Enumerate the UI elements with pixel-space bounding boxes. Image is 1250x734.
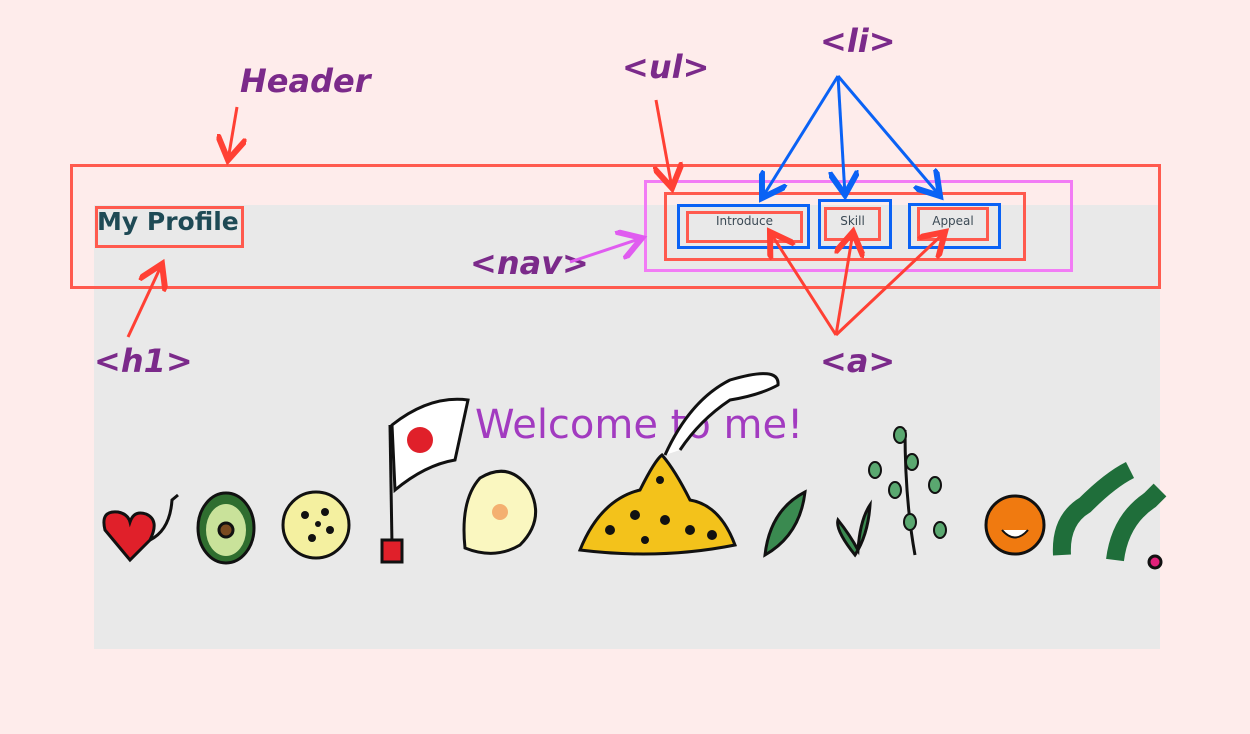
annotation-nav: <nav> [470,244,589,282]
nav-link-introduce[interactable]: Introduce [715,214,774,228]
li-box-appeal [908,203,1001,249]
arrow-h1 [126,264,162,338]
caterpillar-illustration [1052,461,1135,556]
arrow-ul [656,99,672,188]
sprout-illustration [836,499,872,558]
arrow-li-1 [762,75,840,198]
arrow-header [228,106,237,160]
nav-link-appeal[interactable]: Appeal [932,214,974,228]
orange-illustration [984,494,1046,556]
welcome-text: Welcome to me! [475,402,804,448]
annotation-header: Header [240,62,371,100]
arrow-li-2 [838,75,845,195]
webpage-screenshot-area [94,205,1160,649]
arrow-a-1 [770,232,838,336]
a-box-introduce [686,211,803,243]
vine-illustration [903,429,917,556]
heart-illustration [102,510,156,563]
arrow-a-2 [836,232,853,336]
page-heading: My Profile [97,207,239,236]
a-box-appeal [917,207,989,241]
leaf-illustration [763,489,807,558]
annotation-ul: <ul> [622,48,710,86]
h1-box [95,206,244,248]
annotation-h1: <h1> [94,342,193,380]
nav-link-skill[interactable]: Skill [840,214,865,228]
arrow-nav [569,238,642,264]
flag-pole-illustration [388,424,394,546]
arrow-a-3 [834,232,945,337]
volcano-illustration [577,452,738,556]
annotation-li: <li> [820,22,896,60]
annotation-a: <a> [820,342,896,380]
header-box [70,164,1161,289]
arrow-li-3 [836,75,940,196]
li-box-introduce [677,204,810,249]
